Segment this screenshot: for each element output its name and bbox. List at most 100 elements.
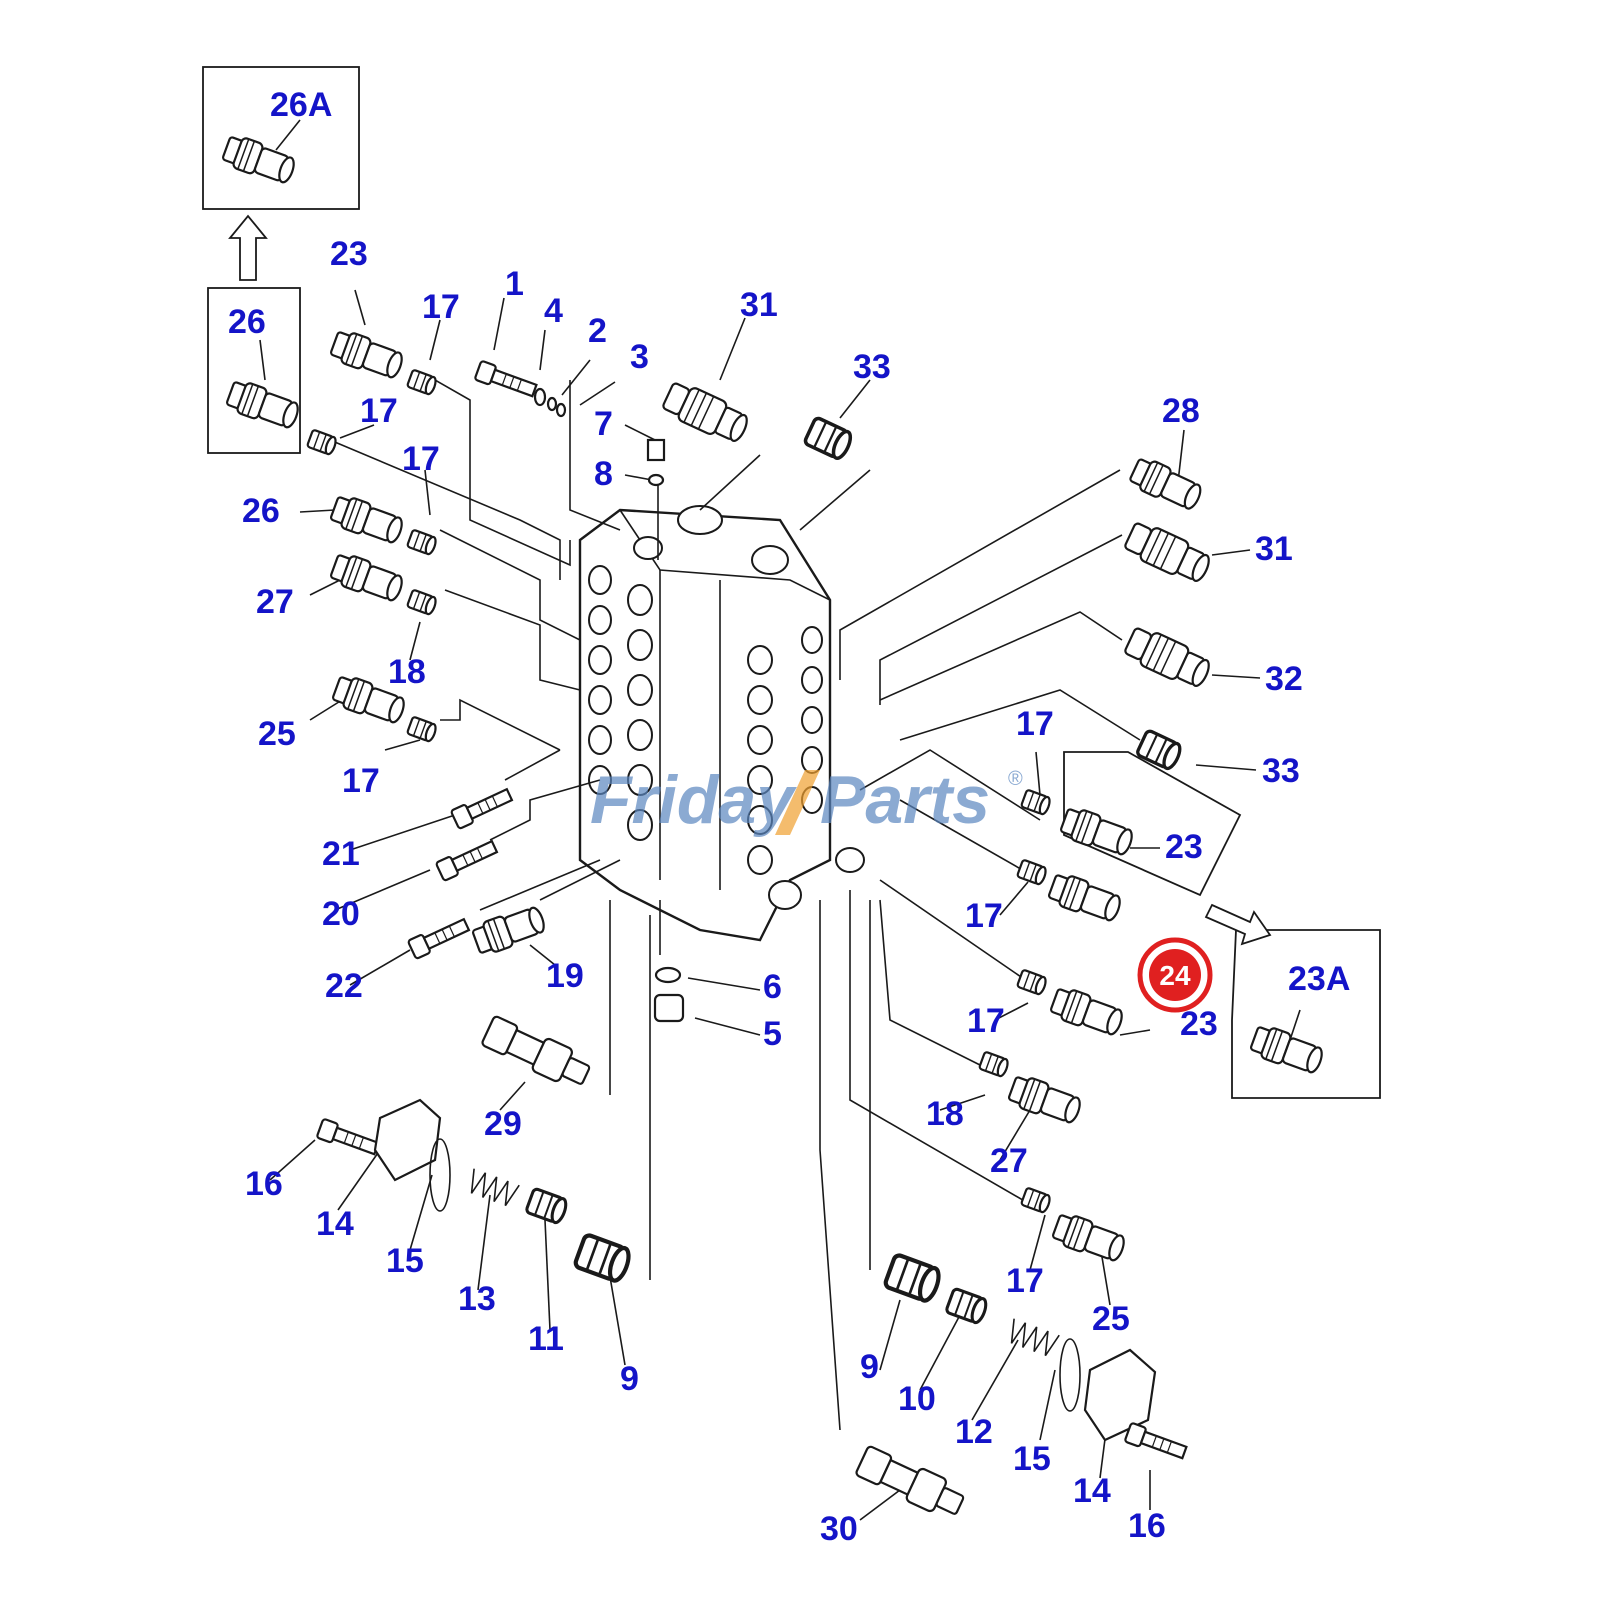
label-6: 6 (763, 968, 782, 1006)
label-30: 30 (820, 1510, 858, 1548)
label-21: 21 (322, 835, 360, 873)
label-28: 28 (1162, 392, 1200, 430)
part-9-right (884, 1254, 942, 1303)
part-23-top (327, 326, 407, 384)
label-14-right: 14 (1073, 1472, 1111, 1510)
part-30 (853, 1442, 969, 1524)
part-labels: 26A 26 23 17 1 4 2 3 31 33 17 17 7 8 28 … (228, 86, 1350, 1548)
part-16-left (315, 1117, 381, 1160)
part-17-d (405, 715, 439, 744)
watermark-registered-mark: ® (1008, 768, 1023, 790)
label-3: 3 (630, 338, 649, 376)
part-32 (1121, 622, 1215, 693)
part-31-top (659, 377, 753, 448)
part-7-plug (646, 438, 666, 462)
part-2-washer (546, 396, 558, 412)
part-26-mid (327, 491, 407, 549)
highlight-marker: 24 (1137, 937, 1213, 1013)
part-4-oring (533, 387, 547, 407)
label-16-right: 16 (1128, 1507, 1166, 1545)
watermark-slash-icon (775, 770, 820, 835)
part-23a (1247, 1021, 1327, 1079)
label-5: 5 (763, 1015, 782, 1053)
label-18-left: 18 (388, 653, 426, 691)
label-18-right: 18 (926, 1095, 964, 1133)
part-18-right (977, 1050, 1011, 1079)
label-31-top: 31 (740, 286, 778, 324)
watermark-text-right: Parts (820, 762, 990, 838)
label-26a: 26A (270, 86, 332, 124)
label-15-left: 15 (386, 1242, 424, 1280)
part-3-washer (555, 402, 567, 418)
inset-frame-23a (1231, 929, 1381, 1099)
part-17-c (405, 528, 439, 557)
part-33-top (802, 415, 856, 463)
label-26-mid: 26 (242, 492, 280, 530)
part-24 (1045, 869, 1125, 927)
label-7: 7 (594, 405, 613, 443)
label-17-h: 17 (1006, 1262, 1044, 1300)
label-13: 13 (458, 1280, 496, 1318)
label-17-c: 17 (402, 440, 440, 478)
part-17-top (405, 368, 439, 397)
part-31-right (1121, 517, 1215, 588)
label-32: 32 (1265, 660, 1303, 698)
parts (219, 131, 1327, 1524)
part-23-right (1047, 983, 1127, 1041)
label-23a: 23A (1288, 960, 1350, 998)
label-27-left: 27 (256, 583, 294, 621)
part-33-right (1134, 728, 1185, 773)
part-9-left (574, 1234, 632, 1283)
part-16-right (1123, 1421, 1189, 1464)
label-9-left: 9 (620, 1360, 639, 1398)
label-33-top: 33 (853, 348, 891, 386)
label-8: 8 (594, 455, 613, 493)
label-17-top: 17 (422, 288, 460, 326)
part-15-right-oring (1059, 1338, 1081, 1412)
label-25-right: 25 (1092, 1300, 1130, 1338)
part-26a (219, 131, 299, 189)
part-5-plug (653, 993, 685, 1023)
label-33-right: 33 (1262, 752, 1300, 790)
label-1: 1 (505, 265, 524, 303)
part-22 (406, 914, 472, 961)
part-13-spring (465, 1167, 521, 1209)
part-27-left (327, 549, 407, 607)
part-6-oring (654, 966, 682, 984)
part-20 (434, 836, 500, 883)
part-10 (944, 1286, 991, 1326)
label-27-right: 27 (990, 1142, 1028, 1180)
part-23-inset (1057, 803, 1137, 861)
label-26-inset: 26 (228, 303, 266, 341)
part-12-spring (1005, 1317, 1061, 1359)
label-12: 12 (955, 1413, 993, 1451)
label-19: 19 (546, 957, 584, 995)
label-23-right: 23 (1180, 1005, 1218, 1043)
arrow-up-icon (228, 214, 268, 281)
arrow-right-icon (1204, 903, 1272, 946)
label-2: 2 (588, 312, 607, 350)
label-25-left: 25 (258, 715, 296, 753)
part-27-right (1005, 1071, 1085, 1129)
label-23-top: 23 (330, 235, 368, 273)
part-1-bolt (473, 359, 539, 402)
label-9-right: 9 (860, 1348, 879, 1386)
inset-frame-26 (207, 287, 301, 454)
body-ports-left (588, 565, 653, 841)
part-14-left-cover (373, 1098, 442, 1182)
label-17-b: 17 (360, 392, 398, 430)
highlight-label: 24 (1159, 960, 1191, 991)
part-14-right-cover (1083, 1348, 1157, 1442)
part-29 (479, 1012, 595, 1094)
label-31-right: 31 (1255, 530, 1293, 568)
body-ports-right (747, 626, 865, 910)
leader-lines (259, 119, 1301, 1521)
label-29: 29 (484, 1105, 522, 1143)
label-16-left: 16 (245, 1165, 283, 1203)
part-15-left-oring (429, 1138, 451, 1212)
part-21 (449, 784, 515, 831)
part-17-b (305, 428, 339, 457)
part-17-h (1019, 1186, 1053, 1215)
label-17-d: 17 (342, 762, 380, 800)
